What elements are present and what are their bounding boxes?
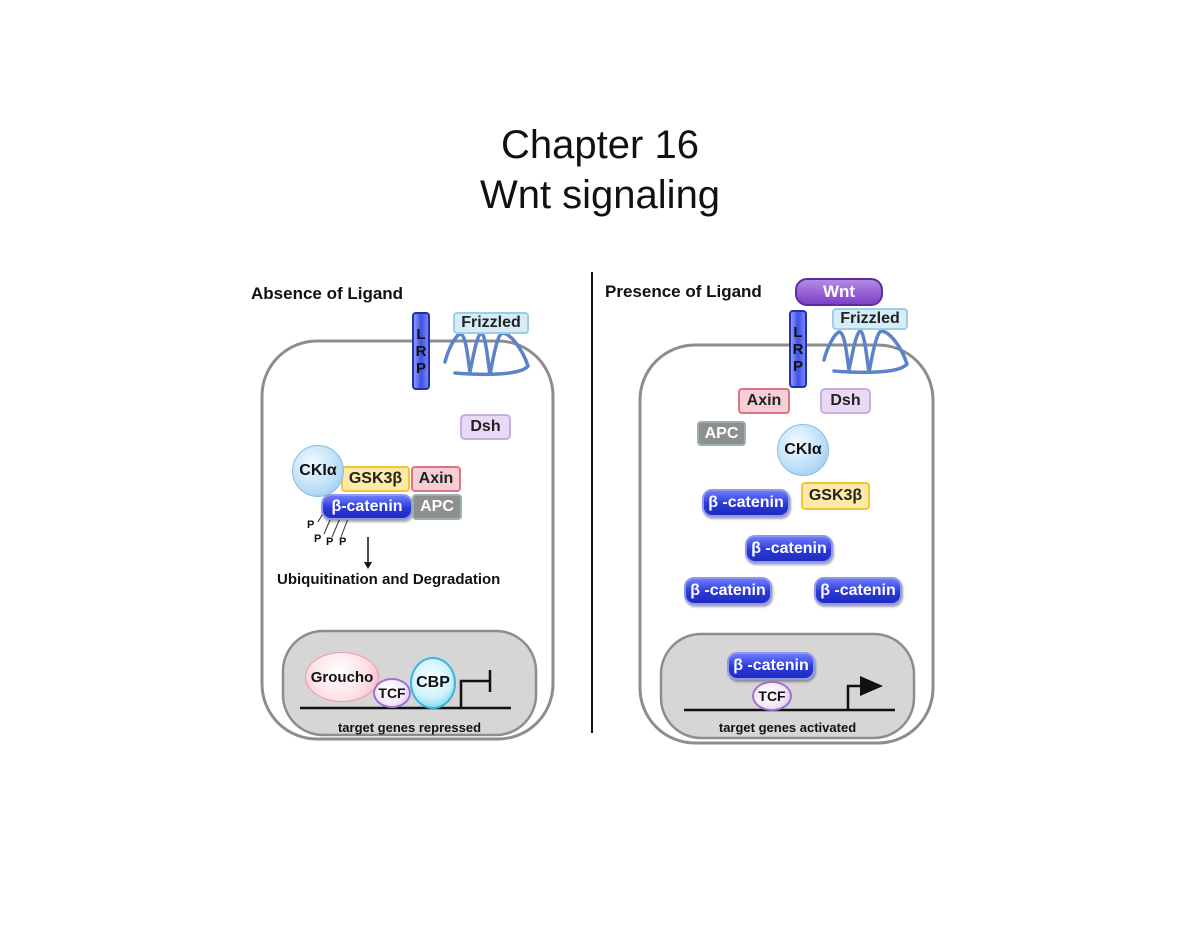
right-ckia: CKIα: [777, 424, 829, 476]
left-lrp-letter-l: L: [416, 325, 426, 343]
degradation-label: Ubiquitination and Degradation: [277, 571, 501, 588]
left-b-catenin: β-catenin: [321, 494, 413, 520]
phospho-p-1: P: [307, 519, 315, 531]
left-lrp-letter-p: P: [415, 359, 426, 377]
left-nucleus-caption: target genes repressed: [337, 720, 482, 735]
right-b-catenin-3: β -catenin: [684, 577, 772, 605]
phospho-p-2: P: [314, 533, 322, 545]
left-panel-heading: Absence of Ligand: [251, 284, 404, 303]
left-frizzled-receptor-loops: [443, 331, 530, 377]
right-lrp-letter-r: R: [792, 340, 804, 358]
left-cbp: CBP: [410, 657, 456, 709]
right-nuclear-b-catenin: β -catenin: [727, 652, 815, 680]
left-ckia: CKIα: [292, 445, 344, 497]
left-tcf: TCF: [373, 678, 411, 708]
activated-promoter-line: [846, 684, 862, 710]
right-b-catenin-4: β -catenin: [814, 577, 902, 605]
degradation-arrow-head: [364, 562, 372, 569]
left-gsk3b: GSK3β: [341, 466, 410, 492]
right-lrp-letter-p: P: [792, 357, 803, 375]
right-lrp-letter-l: L: [793, 323, 803, 341]
left-groucho: Groucho: [305, 652, 379, 702]
left-lrp-receptor: L R P: [412, 312, 430, 390]
right-axin: Axin: [738, 388, 790, 414]
left-dsh: Dsh: [460, 414, 511, 440]
right-frizzled-receptor-loops: [822, 329, 909, 375]
phospho-p-3: P: [326, 536, 334, 548]
right-nucleus-caption: target genes activated: [718, 720, 857, 735]
activated-promoter-arrow: [860, 676, 883, 696]
right-apc: APC: [697, 421, 746, 446]
repressed-promoter-symbol: [459, 679, 489, 708]
page-title-line-1: Chapter 16: [501, 123, 699, 167]
left-frizzled-label: Frizzled: [453, 312, 529, 334]
left-lrp-letter-r: R: [415, 342, 427, 360]
right-b-catenin-2: β -catenin: [745, 535, 833, 563]
page-title-line-2: Wnt signaling: [479, 173, 721, 217]
left-apc: APC: [412, 494, 462, 520]
right-frizzled-label: Frizzled: [832, 308, 908, 330]
right-b-catenin-1: β -catenin: [702, 489, 790, 517]
right-tcf: TCF: [752, 681, 792, 711]
phospho-p-4: P: [339, 536, 347, 548]
wnt-ligand: Wnt: [795, 278, 883, 306]
left-axin: Axin: [411, 466, 461, 492]
right-dsh: Dsh: [820, 388, 871, 414]
right-panel-heading: Presence of Ligand: [605, 282, 762, 301]
right-lrp-receptor: L R P: [789, 310, 807, 388]
right-gsk3b: GSK3β: [801, 482, 870, 510]
